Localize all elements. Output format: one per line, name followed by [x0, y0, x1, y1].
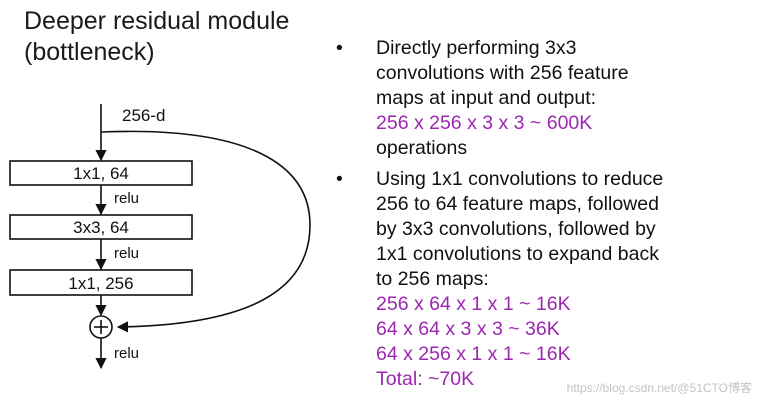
bullet-2-line-1: Using 1x1 convolutions to reduce [376, 168, 664, 190]
bullet-bottleneck: • Using 1x1 convolutions to reduce 256 t… [336, 167, 746, 392]
bullet-2-line-2: 256 to 64 feature maps, followed [376, 193, 659, 215]
slide-title: Deeper residual module (bottleneck) [24, 6, 289, 68]
bullet-2-cost-2: 64 x 64 x 3 x 3 ~ 36K [376, 318, 560, 340]
bullet-marker: • [336, 168, 343, 190]
bullet-direct-3x3: • Directly performing 3x3 convolutions w… [336, 36, 746, 161]
input-dimension-label: 256-d [122, 106, 165, 125]
relu-label-1: relu [114, 190, 139, 207]
bullet-2-total: Total: ~70K [376, 368, 475, 390]
conv-block-3-label: 1x1, 256 [68, 274, 133, 293]
conv-block-1x1-64 [9, 160, 193, 186]
bullet-list: • Directly performing 3x3 convolutions w… [336, 36, 746, 392]
bullet-2-cost-1: 256 x 64 x 1 x 1 ~ 16K [376, 293, 571, 315]
watermark: https://blog.csdn.net/@51CTO博客 [566, 381, 752, 395]
bullet-1-line-3: maps at input and output: [376, 87, 597, 109]
conv-block-1-label: 1x1, 64 [73, 164, 129, 183]
bullet-2-cost-3: 64 x 256 x 1 x 1 ~ 16K [376, 343, 571, 365]
bottleneck-diagram: 256-d 1x1, 64 relu 3x3, 64 relu 1x1, 256… [9, 104, 311, 370]
bullet-1-line-2: convolutions with 256 feature [376, 62, 629, 84]
shortcut-connection [100, 130, 311, 333]
relu-label-2: relu [114, 245, 139, 262]
bullet-1-cost: 256 x 256 x 3 x 3 ~ 600K [376, 112, 593, 134]
bullet-marker: • [336, 37, 343, 59]
title-line-2: (bottleneck) [24, 38, 155, 66]
relu-label-3: relu [114, 345, 139, 362]
bullet-2-line-4: 1x1 convolutions to expand back [376, 243, 659, 265]
bullet-2-line-5: to 256 maps: [376, 268, 489, 290]
bullet-1-line-4: operations [376, 137, 468, 159]
bullet-2-line-3: by 3x3 convolutions, followed by [376, 218, 656, 240]
title-line-1: Deeper residual module [24, 7, 290, 35]
conv-block-2-label: 3x3, 64 [73, 218, 129, 237]
bullet-1-line-1: Directly performing 3x3 [376, 37, 577, 59]
